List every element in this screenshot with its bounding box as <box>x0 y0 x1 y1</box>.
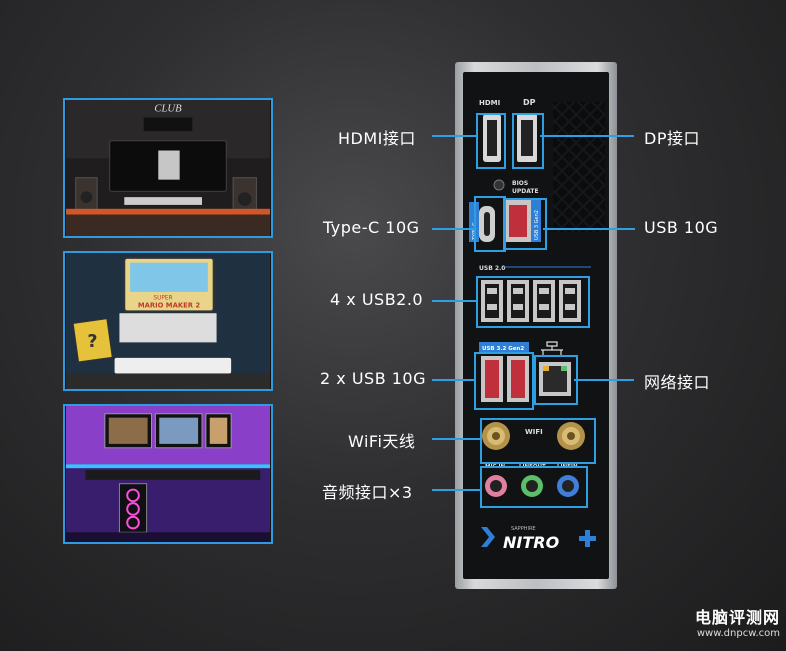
dp-port-label: DP <box>523 98 536 107</box>
usb32-line <box>432 379 476 381</box>
thumbnail-mario-setup: SUPER MARIO MAKER 2 ? <box>63 251 273 391</box>
label-audio: 音频接口×3 <box>322 483 413 502</box>
usb10g-line <box>543 228 635 230</box>
brand-small-text: SAPPHIRE <box>511 526 536 532</box>
svg-text:?: ? <box>87 332 97 352</box>
usb20-highlight <box>476 276 590 328</box>
update-label: UPDATE <box>512 188 539 195</box>
wifi-highlight <box>480 418 596 464</box>
label-hdmi: HDMI接口 <box>338 129 416 148</box>
watermark-url: www.dnpcw.com <box>696 628 780 639</box>
hdmi-line <box>432 135 478 137</box>
mario-title: MARIO MAKER 2 <box>138 301 200 309</box>
watermark-main: 电脑评测网 <box>694 608 780 627</box>
audio-line <box>432 489 482 491</box>
club-sign-text: CLUB <box>154 103 182 115</box>
label-wifi: WiFi天线 <box>348 432 416 451</box>
bios-button <box>493 179 505 191</box>
audio-jacks <box>485 475 579 497</box>
io-panel-graphic: HDMI DP BIOS UPDATE TYPE-C USB 3 Gen2 US… <box>469 98 605 552</box>
wifi-line <box>432 438 482 440</box>
usb10g-highlight <box>503 198 547 250</box>
usb32-highlight <box>474 352 534 410</box>
desk-setup-image: CLUB <box>66 100 270 236</box>
usb32-label: USB 3.2 Gen2 <box>482 346 524 352</box>
label-typec: Type-C 10G <box>323 218 420 237</box>
wifi-connectors <box>482 422 585 450</box>
lan-highlight <box>534 355 578 405</box>
hdmi-highlight <box>476 113 506 169</box>
wifi-label: WIFI <box>525 428 543 436</box>
usb32-ports <box>481 356 529 402</box>
thumbnail-rgb-setup <box>63 404 273 544</box>
nitro-logo-icon <box>481 527 495 547</box>
plus-icon <box>579 530 596 547</box>
label-usb20: 4 x USB2.0 <box>330 290 424 309</box>
rgb-setup-image <box>66 406 270 542</box>
bios-label: BIOS <box>512 180 528 187</box>
usb20-line <box>432 300 478 302</box>
usb20-label: USB 2.0 <box>479 265 505 272</box>
hdmi-port-label: HDMI <box>479 99 500 107</box>
dp-highlight <box>512 113 544 169</box>
mario-title-small: SUPER <box>153 296 172 302</box>
brand-text: NITRO <box>503 533 560 552</box>
audio-highlight <box>480 466 588 508</box>
typec-highlight <box>474 196 506 252</box>
dp-line <box>540 135 634 137</box>
label-dp: DP接口 <box>644 129 700 148</box>
usb3-gen2-label: USB 3 Gen2 <box>534 210 540 240</box>
usb20-ports <box>481 280 581 322</box>
typec-line <box>432 228 476 230</box>
mario-setup-image: SUPER MARIO MAKER 2 ? <box>66 253 270 389</box>
thumbnail-desk-setup: CLUB <box>63 98 273 238</box>
network-icon <box>541 341 563 356</box>
lan-line <box>574 379 634 381</box>
label-usb10g-right: USB 10G <box>644 218 719 237</box>
watermark: 电脑评测网 www.dnpcw.com <box>695 604 780 639</box>
label-usb10g-left: 2 x USB 10G <box>320 369 427 388</box>
label-lan: 网络接口 <box>644 373 711 392</box>
